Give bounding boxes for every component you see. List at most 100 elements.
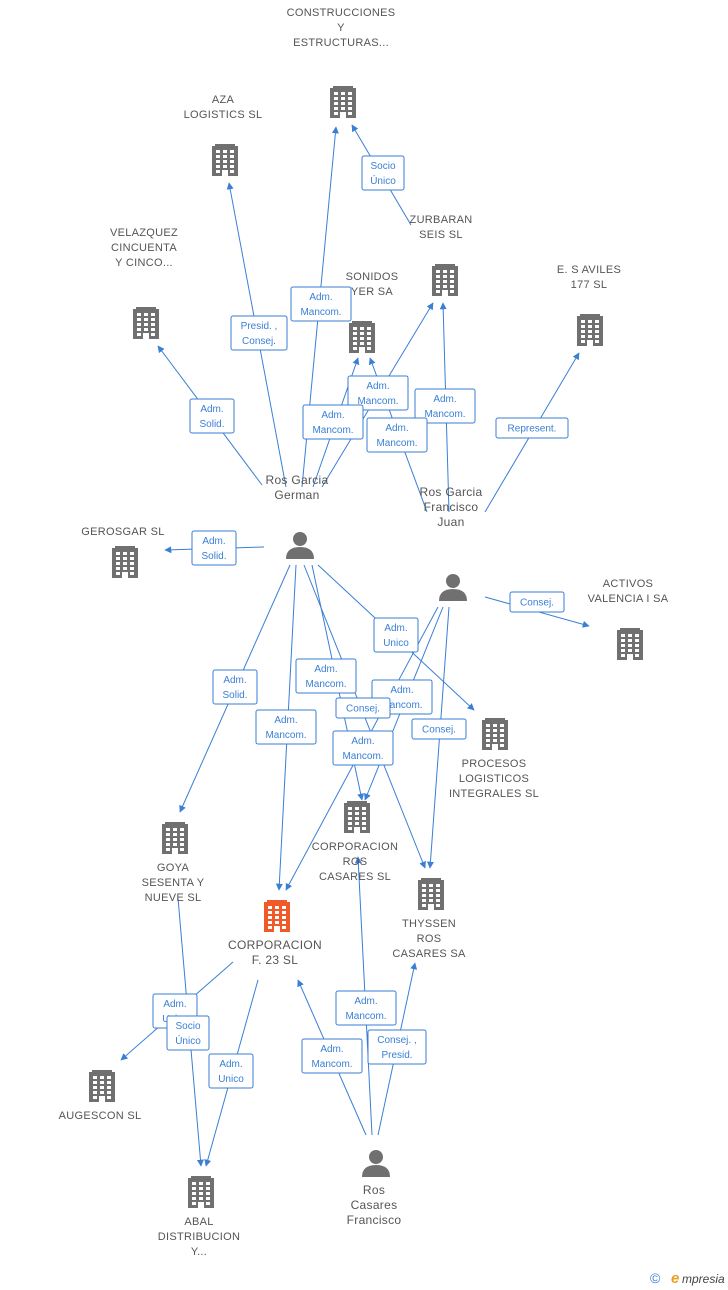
building-icon: [89, 1070, 115, 1102]
relation-badge-b2[interactable]: Adm.Mancom.: [290, 286, 352, 322]
node-label-line: German: [274, 488, 319, 502]
badge-box: [347, 375, 409, 411]
badge-label-line: Adm.: [202, 536, 225, 547]
footer-brand[interactable]: © e mpresia: [650, 1270, 725, 1287]
badge-label-line: Adm.: [200, 404, 223, 415]
node-label-line: E. S AVILES: [557, 264, 621, 276]
node-label-line: CASARES SL: [319, 871, 391, 883]
badge-label-line: Adm.: [314, 664, 337, 675]
badge-label-line: Mancom.: [357, 396, 398, 407]
badge-box: [332, 730, 394, 766]
badge-label-line: Adm.: [384, 623, 407, 634]
relation-badge-b24[interactable]: Adm.Mancom.: [301, 1038, 363, 1074]
company-node-zurbaran[interactable]: ZURBARAN SEIS SL: [410, 214, 473, 296]
badge-box: [212, 669, 258, 705]
relation-badge-b12[interactable]: Adm. Unico: [373, 617, 419, 653]
relation-badge-b14[interactable]: Adm.Mancom.: [295, 658, 357, 694]
relation-badge-b6[interactable]: Adm.Mancom.: [302, 404, 364, 440]
company-node-augescon[interactable]: AUGESCON SL: [59, 1070, 142, 1122]
company-node-abal[interactable]: ABALDISTRIBUCIONY...: [158, 1176, 240, 1258]
relation-badge-b19[interactable]: Adm.Mancom.: [332, 730, 394, 766]
relation-badge-b5[interactable]: Adm.Mancom.: [347, 375, 409, 411]
relation-badge-b4[interactable]: Adm. Solid.: [189, 398, 235, 434]
relation-badge-b17[interactable]: Consej.: [335, 697, 391, 719]
badge-label-line: Solid.: [199, 419, 224, 430]
badge-label-line: Consej.: [520, 598, 554, 609]
node-label-line: SEIS SL: [419, 229, 463, 241]
person-icon: [286, 532, 314, 559]
node-label-line: VALENCIA I SA: [588, 593, 669, 605]
node-label-line: THYSSEN: [402, 918, 456, 930]
badge-label-line: Unico: [383, 638, 409, 649]
relation-badge-b16[interactable]: Adm.Mancom.: [255, 709, 317, 745]
building-icon: [344, 801, 370, 833]
badge-box: [290, 286, 352, 322]
node-label-line: Ros: [363, 1183, 385, 1197]
building-icon: [349, 321, 375, 353]
badge-label-line: Solid.: [222, 690, 247, 701]
badge-box: [208, 1053, 254, 1089]
badge-label-line: Adm.: [163, 999, 186, 1010]
node-label-line: VELAZQUEZ: [110, 227, 178, 239]
badge-label-line: Presid. ,: [241, 321, 278, 332]
badge-box: [509, 591, 565, 613]
node-label-line: CORPORACION: [228, 938, 322, 952]
badge-label-line: Mancom.: [345, 1011, 386, 1022]
building-icon: [577, 314, 603, 346]
relation-badge-b18[interactable]: Consej.: [411, 718, 467, 740]
badge-box: [411, 718, 467, 740]
node-label-line: Ros Garcia: [265, 473, 328, 487]
badge-box: [366, 417, 428, 453]
relation-badge-b23[interactable]: Adm. Mancom.: [335, 990, 397, 1026]
node-label-line: F. 23 SL: [252, 953, 298, 967]
relation-badge-b8[interactable]: Adm.Mancom.: [366, 417, 428, 453]
building-icon: [330, 86, 356, 118]
relation-badge-b3[interactable]: Presid. , Consej.: [230, 315, 288, 351]
node-label-line: LOGISTICS SL: [184, 109, 263, 121]
relation-badge-b9[interactable]: Represent.: [495, 417, 569, 439]
company-node-gerosgar[interactable]: GEROSGAR SL: [81, 526, 164, 578]
node-label-line: CONSTRUCCIONES: [287, 7, 396, 19]
node-label-line: ZURBARAN: [410, 214, 473, 226]
badge-label-line: Adm.: [354, 996, 377, 1007]
relation-badge-b10[interactable]: Adm.Solid.: [191, 530, 237, 566]
relation-badge-b11[interactable]: Consej.: [509, 591, 565, 613]
badge-label-line: Presid.: [381, 1050, 412, 1061]
relation-badge-b7[interactable]: Adm.Mancom.: [414, 388, 476, 424]
badge-box: [191, 530, 237, 566]
node-label-line: Francisco: [347, 1213, 402, 1227]
badge-label-line: Consej.: [346, 704, 380, 715]
node-label-line: Ros Garcia: [419, 485, 482, 499]
building-icon: [212, 144, 238, 176]
node-label-line: AUGESCON SL: [59, 1110, 142, 1122]
node-label-line: CASARES SA: [392, 948, 466, 960]
relation-badge-b13[interactable]: Adm.Solid.: [212, 669, 258, 705]
node-label-line: LOGISTICOS: [459, 773, 529, 785]
badge-label-line: Adm.: [390, 685, 413, 696]
relation-badge-b22[interactable]: Adm.Unico: [208, 1053, 254, 1089]
badge-label-line: Adm.: [274, 715, 297, 726]
badge-label-line: Consej.: [242, 336, 276, 347]
building-icon: [617, 628, 643, 660]
building-icon: [264, 900, 290, 932]
relation-badge-b25[interactable]: Consej. ,Presid.: [367, 1029, 427, 1065]
node-label-line: ABAL: [184, 1216, 213, 1228]
company-node-construcciones[interactable]: CONSTRUCCIONESYESTRUCTURAS...: [287, 7, 396, 118]
